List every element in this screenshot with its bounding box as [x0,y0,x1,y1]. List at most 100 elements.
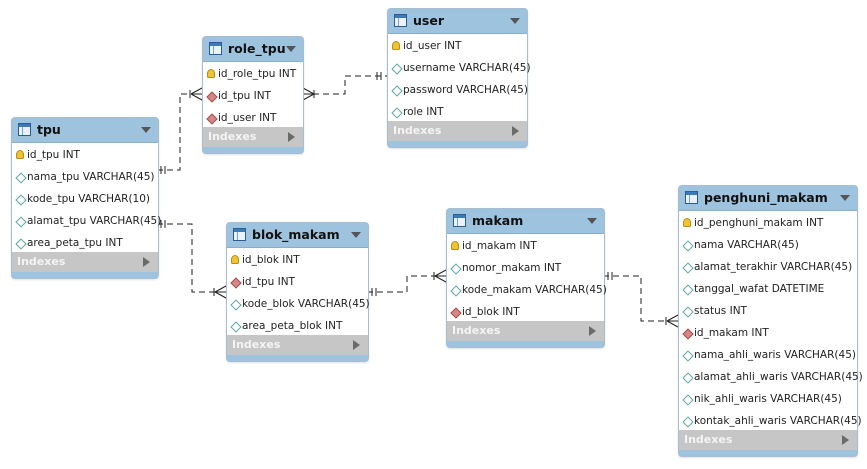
expand-arrow-icon[interactable] [512,126,519,136]
collapse-chevron-icon[interactable] [286,46,296,52]
column-label: id_tpu INT [242,276,295,288]
column-label: alamat_tpu VARCHAR(45) [27,215,162,227]
table-title: role_tpu [228,41,286,56]
column-row[interactable]: alamat_terakhir VARCHAR(45) [679,257,857,279]
column-row[interactable]: id_makam INT [679,323,857,345]
column-row[interactable]: nomor_makam INT [447,258,604,280]
column-icon [450,285,462,297]
column-row[interactable]: alamat_tpu VARCHAR(45) [12,211,162,233]
indexes-label: Indexes [452,324,501,337]
expand-arrow-icon[interactable] [288,132,295,142]
indexes-section[interactable]: Indexes [203,127,303,147]
column-row[interactable]: id_role_tpu INT [203,64,303,86]
column-row[interactable]: status INT [679,301,857,323]
column-row[interactable]: nik_ahli_waris VARCHAR(45) [679,389,857,411]
column-label: id_makam INT [694,327,769,339]
column-label: password VARCHAR(45) [403,84,528,96]
column-label: area_peta_tpu INT [27,237,123,249]
indexes-label: Indexes [208,130,257,143]
table-header[interactable]: user [388,9,527,34]
primary-key-icon [392,41,400,50]
column-row[interactable]: id_makam INT [447,236,604,258]
table-tpu[interactable]: tpu id_tpu INT nama_tpu VARCHAR(45) kode_t… [11,117,162,279]
indexes-section[interactable]: Indexes [447,321,604,341]
collapse-chevron-icon[interactable] [351,232,361,238]
column-row[interactable]: kode_tpu VARCHAR(10) [12,189,158,211]
expand-arrow-icon[interactable] [143,257,150,267]
column-label: id_blok INT [242,254,300,266]
column-row[interactable]: id_blok INT [447,302,604,324]
column-row[interactable]: tanggal_wafat DATETIME [679,279,857,301]
column-row[interactable]: id_tpu INT [203,86,303,108]
foreign-key-icon [230,277,242,289]
table-blok-makam[interactable]: blok_makam id_blok INT id_tpu INT kode_blo… [226,222,370,362]
expand-arrow-icon[interactable] [353,340,360,350]
table-header[interactable]: makam [447,209,604,234]
primary-key-icon [16,150,24,159]
column-row[interactable]: nama_ahli_waris VARCHAR(45) [679,345,857,367]
column-icon [682,262,694,274]
column-label: tanggal_wafat DATETIME [694,283,825,295]
collapse-chevron-icon[interactable] [587,218,597,224]
column-row[interactable]: kontak_ahli_waris VARCHAR(45) [679,411,862,433]
column-row[interactable]: area_peta_blok INT [227,316,368,338]
foreign-key-icon [450,307,462,319]
indexes-label: Indexes [232,338,281,351]
rel-tpu-role-tpu-end-role [189,87,203,101]
column-icon [682,306,694,318]
table-header[interactable]: blok_makam [227,223,368,248]
expand-arrow-icon[interactable] [589,326,596,336]
indexes-section[interactable]: Indexes [679,430,857,450]
rel-blok-makam-makam-end-blok [371,288,377,296]
collapse-chevron-icon[interactable] [510,18,520,24]
column-label: nama_tpu VARCHAR(45) [27,171,155,183]
table-title: blok_makam [252,227,340,242]
indexes-section[interactable]: Indexes [227,335,368,355]
column-row[interactable]: username VARCHAR(45) [388,58,531,80]
column-row[interactable]: password VARCHAR(45) [388,80,528,102]
column-row[interactable]: area_peta_tpu INT [12,233,158,255]
column-label: id_tpu INT [27,149,80,161]
column-row[interactable]: kode_makam VARCHAR(45) [447,280,607,302]
table-icon [209,42,222,55]
expand-arrow-icon[interactable] [842,435,849,445]
table-penghuni-makam[interactable]: penghuni_makam id_penghuni_makam INT nama… [678,185,863,457]
column-icon [682,372,694,384]
column-label: area_peta_blok INT [242,320,343,332]
table-header[interactable]: tpu [12,118,158,143]
column-row[interactable]: id_user INT [203,108,303,130]
column-label: nama VARCHAR(45) [694,239,799,251]
collapse-chevron-icon[interactable] [141,127,151,133]
table-makam[interactable]: makam id_makam INT nomor_makam INT kode_ma… [446,208,607,348]
column-row[interactable]: kode_blok VARCHAR(45) [227,294,370,316]
column-icon [682,350,694,362]
collapse-chevron-icon[interactable] [840,195,850,201]
primary-key-icon [683,218,691,227]
column-row[interactable]: id_penghuni_makam INT [679,213,857,235]
column-row[interactable]: id_user INT [388,36,527,58]
column-row[interactable]: alamat_ahli_waris VARCHAR(45) [679,367,863,389]
column-row[interactable]: id_blok INT [227,250,368,272]
table-header[interactable]: penghuni_makam [679,186,857,211]
indexes-label: Indexes [17,255,66,268]
column-label: id_role_tpu INT [218,68,297,80]
column-row[interactable]: id_tpu INT [12,145,158,167]
column-row[interactable]: role INT [388,102,527,124]
rel-blok-makam-makam [367,275,446,293]
column-label: nomor_makam INT [462,262,562,274]
column-icon [682,394,694,406]
indexes-section[interactable]: Indexes [12,252,158,272]
rel-tpu-role-tpu-end-tpu [160,166,166,174]
rel-tpu-role-tpu [157,93,202,171]
column-row[interactable]: nama_tpu VARCHAR(45) [12,167,158,189]
column-icon [230,321,242,333]
column-row[interactable]: id_tpu INT [227,272,368,294]
indexes-section[interactable]: Indexes [388,121,527,141]
primary-key-icon [451,241,459,250]
table-header[interactable]: role_tpu [203,37,303,62]
column-list: id_tpu INT nama_tpu VARCHAR(45) kode_tpu V… [12,143,162,255]
column-row[interactable]: nama VARCHAR(45) [679,235,857,257]
